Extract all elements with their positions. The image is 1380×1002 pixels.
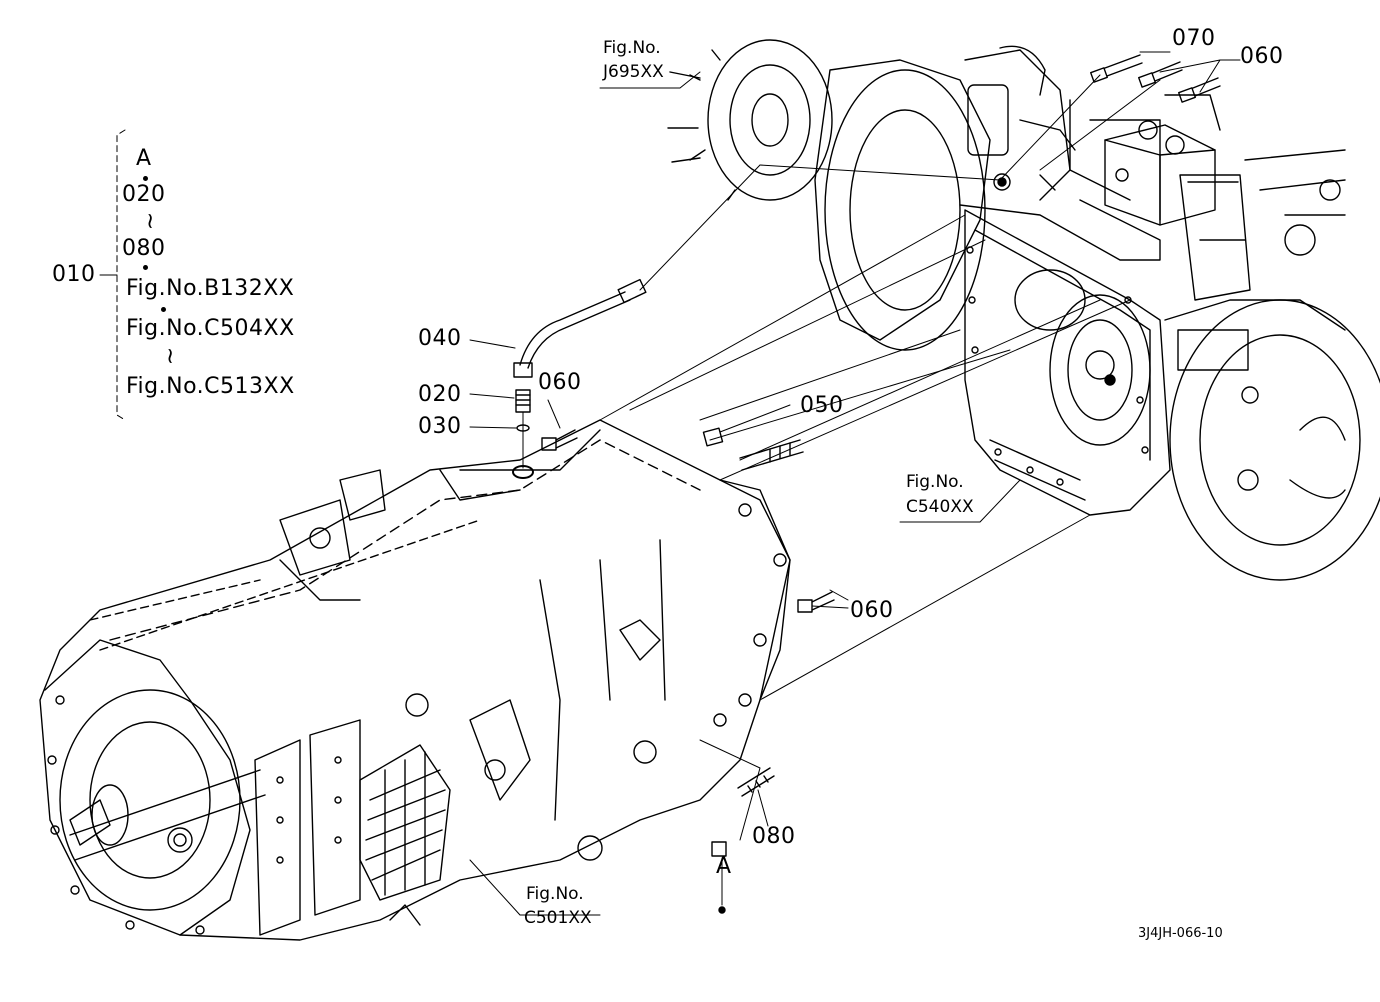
callout-point-a: A [716,854,732,879]
pin-050 [702,427,724,447]
bolt-060-right [797,591,835,613]
bolt-070 [1090,54,1143,83]
legend-main-part: 010 [52,262,96,287]
callout-060-right: 060 [850,598,894,623]
callout-080: 080 [752,824,796,849]
callout-030: 030 [418,414,462,439]
bolts-060-top [1138,61,1221,103]
fig-ref-c540-code: C540XX [906,497,974,517]
callout-060-top: 060 [1240,44,1284,69]
legend-dot [143,265,148,270]
fig-ref-j695-prefix: Fig.No. [603,38,661,58]
frame-plate [959,99,1161,261]
transmission-case [39,419,791,941]
drawing-code: 3J4JH-066-10 [1138,926,1223,941]
connector-020 [513,362,533,413]
bolt-060-mid [541,429,578,451]
fig-ref-c501-prefix: Fig.No. [526,884,584,904]
fig-ref-c540-prefix: Fig.No. [906,472,964,492]
legend-range-mark: ~ [157,346,183,366]
callout-040: 040 [418,326,462,351]
legend-item-020: 020 [122,182,166,207]
legend-dot [143,176,148,181]
long-stud [739,439,804,471]
legend-fig-c513: Fig.No.C513XX [126,374,295,399]
right-hub-assembly [1164,149,1380,581]
callout-060-mid: 060 [538,370,582,395]
legend-item-080: 080 [122,236,166,261]
legend-dot [161,307,166,312]
callout-020: 020 [418,382,462,407]
legend-range-mark: ~ [137,211,163,231]
stud-080 [711,767,775,857]
mid-case-housing [964,209,1171,516]
pipe-040 [519,278,647,369]
fig-ref-c501-code: C501XX [524,908,592,928]
leader-lines [99,51,1241,916]
legend-fig-c504: Fig.No.C504XX [126,316,295,341]
hydraulic-block [1104,94,1221,226]
legend-fig-b132: Fig.No.B132XX [126,276,295,301]
fig-ref-j695-code: J695XX [603,62,664,82]
callout-070: 070 [1172,26,1216,51]
assembly-lines [599,74,1161,701]
rear-hub-assembly [667,39,1076,351]
callout-050: 050 [800,393,844,418]
legend-item-a: A [136,146,152,171]
